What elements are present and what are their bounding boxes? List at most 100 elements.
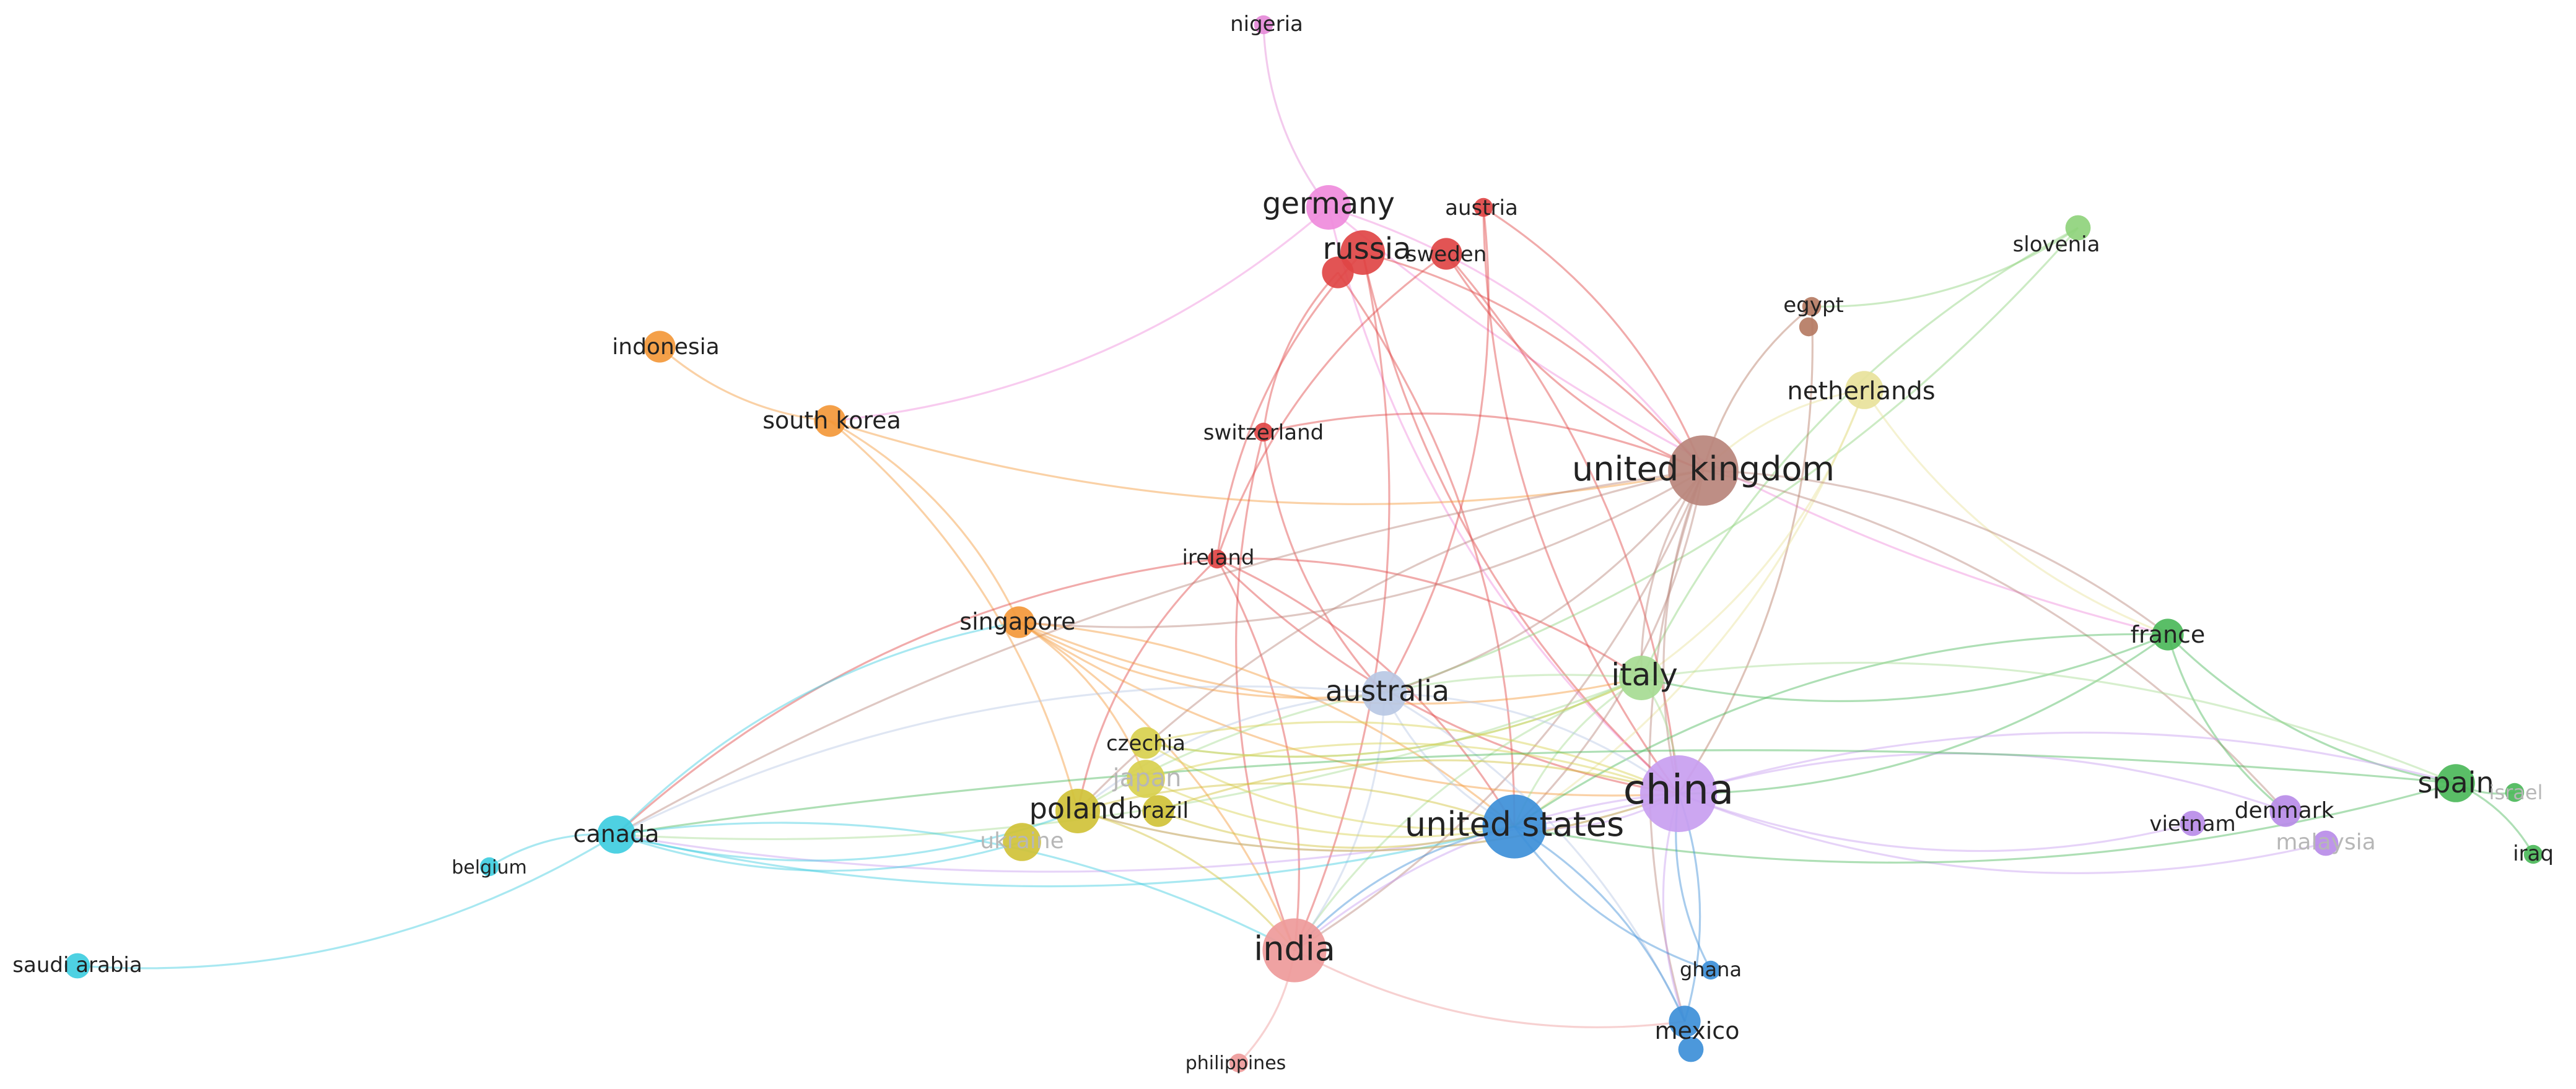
label-austria: austria bbox=[1445, 196, 1518, 220]
node-belgium[interactable] bbox=[479, 857, 499, 877]
node-switzerland[interactable] bbox=[1254, 422, 1273, 442]
node-ireland[interactable] bbox=[1207, 549, 1227, 569]
label-mexico: mexico bbox=[1655, 1017, 1740, 1044]
node-austria[interactable] bbox=[1474, 197, 1493, 217]
node-denmark[interactable] bbox=[2269, 795, 2302, 827]
edge-czechia-china bbox=[1145, 721, 1679, 795]
edge-united_kingdom-india bbox=[1294, 470, 1705, 952]
edge-france-united_states bbox=[1514, 633, 2168, 828]
node-russia[interactable] bbox=[1340, 230, 1385, 275]
edge-singapore-australia bbox=[1018, 621, 1385, 699]
node-malaysia[interactable] bbox=[2313, 830, 2339, 856]
edge-italy-spain bbox=[1641, 661, 2456, 784]
node-united-states[interactable] bbox=[1482, 794, 1547, 859]
edge-australia-mexico bbox=[1384, 692, 1686, 1022]
label-india: india bbox=[1254, 929, 1335, 968]
edge-ireland-poland bbox=[1076, 558, 1218, 812]
node-saudi-arabia[interactable] bbox=[64, 953, 90, 979]
edge-singapore-china bbox=[1018, 621, 1679, 797]
node-australia[interactable] bbox=[1362, 671, 1407, 716]
edge-spain-united_states bbox=[1514, 782, 2456, 864]
node-israel[interactable] bbox=[2505, 783, 2525, 802]
node-vietnam[interactable] bbox=[2180, 810, 2206, 836]
edge-germany-united_kingdom bbox=[1328, 206, 1705, 471]
edge-czechia-united_states bbox=[1145, 742, 1515, 830]
node-france[interactable] bbox=[2152, 618, 2184, 651]
label-switzerland: switzerland bbox=[1203, 420, 1324, 445]
node-czechia[interactable] bbox=[1130, 727, 1162, 759]
node-sweden[interactable] bbox=[1430, 238, 1462, 270]
node-spain[interactable] bbox=[2437, 764, 2475, 802]
node-hidden1[interactable] bbox=[1799, 317, 1818, 337]
node-iraq[interactable] bbox=[2523, 844, 2543, 864]
node-brazil[interactable] bbox=[1142, 795, 1174, 827]
edge-egypt-china bbox=[1677, 306, 1814, 794]
label-philippines: philippines bbox=[1185, 1052, 1286, 1074]
node-philippines[interactable] bbox=[1229, 1053, 1249, 1073]
node-mexico[interactable] bbox=[1669, 1005, 1701, 1038]
node-indonesia[interactable] bbox=[644, 331, 676, 363]
edge-australia-poland bbox=[1076, 692, 1385, 812]
node-germany[interactable] bbox=[1306, 185, 1351, 230]
label-ukraine: ukraine bbox=[980, 828, 1064, 854]
edge-sweden-china bbox=[1445, 253, 1680, 794]
edge-poland-india bbox=[1077, 810, 1296, 952]
label-ghana: ghana bbox=[1680, 958, 1742, 981]
node-south-korea[interactable] bbox=[814, 405, 846, 437]
edge-germany-china bbox=[1327, 207, 1680, 795]
node-poland[interactable] bbox=[1055, 789, 1100, 833]
node-egypt[interactable] bbox=[1802, 297, 1822, 316]
edge-china-malaysia bbox=[1678, 792, 2326, 874]
label-brazil: brazil bbox=[1128, 798, 1189, 823]
edge-australia-canada bbox=[616, 685, 1385, 836]
node-japan[interactable] bbox=[1127, 760, 1165, 798]
edge-united_states-mexico bbox=[1514, 825, 1686, 1022]
node-mexico2[interactable] bbox=[1678, 1036, 1704, 1062]
label-italy: italy bbox=[1611, 657, 1678, 693]
node-nigeria[interactable] bbox=[1254, 15, 1273, 35]
edge-canada-united_states bbox=[616, 825, 1515, 888]
node-ukraine[interactable] bbox=[1003, 823, 1041, 861]
label-sweden: sweden bbox=[1406, 242, 1487, 267]
node-netherlands[interactable] bbox=[1845, 371, 1884, 409]
edge-china-vietnam bbox=[1678, 792, 2193, 853]
edge-canada-singapore bbox=[615, 621, 1019, 836]
edge-india-mexico bbox=[1294, 949, 1685, 1028]
edge-italy-czechia bbox=[1145, 677, 1642, 758]
edge-netherlands-italy bbox=[1641, 389, 1866, 679]
edge-singapore-italy bbox=[1018, 621, 1642, 705]
label-slovenia: slovenia bbox=[2013, 232, 2100, 257]
label-indonesia: indonesia bbox=[612, 334, 719, 360]
edge-united_kingdom-denmark bbox=[1703, 469, 2287, 812]
label-spain: spain bbox=[2417, 766, 2494, 799]
node-united-kingdom[interactable] bbox=[1668, 435, 1739, 506]
edge-ireland-india bbox=[1216, 558, 1300, 951]
label-poland: poland bbox=[1029, 792, 1127, 825]
node-china[interactable] bbox=[1640, 755, 1717, 832]
edge-ireland-canada bbox=[615, 558, 1218, 836]
edge-italy-india bbox=[1293, 677, 1642, 951]
node-singapore[interactable] bbox=[1003, 606, 1035, 638]
edge-australia-china bbox=[1384, 692, 1679, 795]
edge-russia-india bbox=[1293, 252, 1391, 951]
label-ireland: ireland bbox=[1182, 545, 1254, 570]
edge-netherlands-france bbox=[1863, 389, 2168, 636]
node-ghana[interactable] bbox=[1701, 960, 1721, 980]
edge-united_kingdom-france bbox=[1703, 469, 2168, 636]
node-slovenia[interactable] bbox=[2065, 215, 2091, 241]
edge-slovenia-australia bbox=[1384, 227, 2079, 695]
node-canada[interactable] bbox=[597, 815, 635, 854]
edge-ireland-italy bbox=[1216, 557, 1642, 679]
edge-sweden-united_kingdom bbox=[1445, 253, 1704, 472]
edge-france-china bbox=[1678, 633, 2168, 795]
edge-japan-united_states bbox=[1145, 778, 1515, 838]
edge-australia-india bbox=[1293, 693, 1386, 951]
edge-austria-australia bbox=[1383, 207, 1490, 694]
edge-russia-china bbox=[1361, 252, 1680, 795]
edge-france-italy bbox=[1641, 633, 2168, 703]
node-italy[interactable] bbox=[1619, 656, 1664, 700]
label-vietnam: vietnam bbox=[2149, 812, 2235, 836]
node-india[interactable] bbox=[1262, 918, 1327, 983]
node-russia2[interactable] bbox=[1322, 256, 1354, 289]
